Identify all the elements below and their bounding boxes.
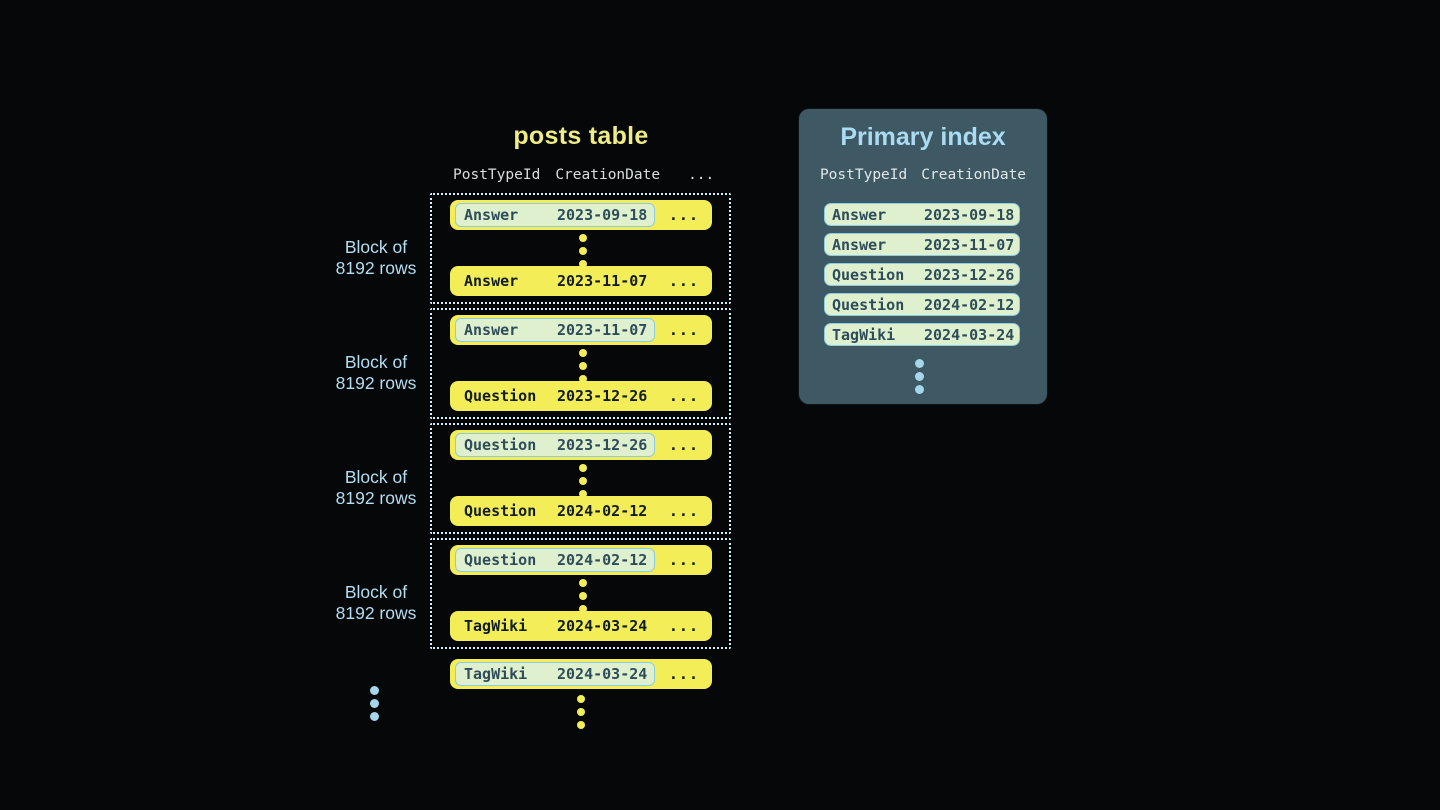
row-date: 2024-03-24 [557, 617, 648, 635]
row-block-2: Answer 2023-11-07 ... Question 2023-12-2… [430, 308, 731, 419]
column-header-posttypeid: PostTypeId [453, 167, 541, 183]
table-row: TagWiki 2024-03-24 ... [450, 611, 712, 641]
block-label: Block of 8192 rows [301, 582, 451, 624]
more-rows-dots [577, 695, 585, 729]
block-label-line1: Block of [344, 467, 408, 487]
row-type: Question [464, 387, 537, 405]
block-label-line2: 8192 rows [335, 488, 417, 508]
row-type: Question [464, 551, 537, 569]
primary-index-column-headers: PostTypeId CreationDate [799, 167, 1047, 183]
row-date: 2023-09-18 [924, 205, 1015, 224]
row-highlight: Question 2024-02-12 [455, 548, 655, 572]
row-date: 2024-02-12 [557, 502, 648, 520]
posts-table-title: posts table [513, 122, 649, 150]
index-row: Answer 2023-11-07 [824, 233, 1020, 256]
table-row: Answer 2023-11-07 ... [450, 315, 712, 345]
block-label-line2: 8192 rows [335, 603, 417, 623]
row-type: Question [832, 295, 905, 314]
row-date: 2024-02-12 [557, 551, 648, 569]
row-ellipsis: ... [668, 617, 699, 635]
row-ellipsis: ... [668, 436, 699, 454]
vertical-ellipsis-dots [579, 349, 587, 383]
block-label: Block of 8192 rows [301, 467, 451, 509]
row-ellipsis: ... [668, 665, 699, 683]
row-highlight: Question 2023-12-26 [455, 433, 655, 457]
row-date: 2024-02-12 [924, 295, 1015, 314]
row-date: 2023-11-07 [924, 235, 1015, 254]
row-type: Answer [832, 235, 887, 254]
row-type: Answer [464, 206, 519, 224]
index-row: Question 2024-02-12 [824, 293, 1020, 316]
row-date: 2023-12-26 [924, 265, 1015, 284]
table-row: Question 2024-02-12 ... [450, 496, 712, 526]
row-highlight: Answer 2023-11-07 [455, 318, 655, 342]
row-ellipsis: ... [668, 272, 699, 290]
row-date: 2023-11-07 [557, 321, 648, 339]
row-cells: Question 2024-02-12 [455, 499, 655, 523]
column-header-creationdate: CreationDate [555, 167, 661, 183]
row-highlight: TagWiki 2024-03-24 [455, 662, 655, 686]
block-label: Block of 8192 rows [301, 352, 451, 394]
row-cells: TagWiki 2024-03-24 [455, 614, 655, 638]
vertical-ellipsis-dots [579, 579, 587, 613]
table-row: Question 2023-12-26 ... [450, 381, 712, 411]
table-row: Question 2023-12-26 ... [450, 430, 712, 460]
block-label-line1: Block of [344, 237, 408, 257]
row-type: TagWiki [832, 325, 896, 344]
row-type: TagWiki [464, 617, 528, 635]
row-date: 2023-12-26 [557, 387, 648, 405]
row-block-3: Question 2023-12-26 ... Question 2024-02… [430, 423, 731, 534]
row-type: Answer [464, 272, 519, 290]
row-type: Question [464, 436, 537, 454]
posts-table-column-headers: PostTypeId CreationDate ... [453, 167, 714, 183]
primary-index-panel: Primary index PostTypeId CreationDate An… [799, 109, 1047, 404]
block-label-line1: Block of [344, 582, 408, 602]
block-label: Block of 8192 rows [301, 237, 451, 279]
table-row: Answer 2023-11-07 ... [450, 266, 712, 296]
row-cells: Question 2023-12-26 [455, 384, 655, 408]
row-highlight: Answer 2023-09-18 [455, 203, 655, 227]
row-type: Answer [832, 205, 887, 224]
vertical-ellipsis-dots [579, 464, 587, 498]
row-date: 2024-03-24 [557, 665, 648, 683]
row-type: Question [464, 502, 537, 520]
row-date: 2023-11-07 [557, 272, 648, 290]
table-row: Question 2024-02-12 ... [450, 545, 712, 575]
table-row: Answer 2023-09-18 ... [450, 200, 712, 230]
index-row: TagWiki 2024-03-24 [824, 323, 1020, 346]
more-index-entries-dots [915, 359, 924, 394]
row-cells: Answer 2023-11-07 [455, 269, 655, 293]
column-header-more: ... [688, 167, 715, 183]
row-type: Question [832, 265, 905, 284]
block-label-line1: Block of [344, 352, 408, 372]
table-row-overflow: TagWiki 2024-03-24 ... [450, 659, 712, 689]
row-block-4: Question 2024-02-12 ... TagWiki 2024-03-… [430, 538, 731, 649]
column-header-creationdate: CreationDate [921, 167, 1027, 183]
more-blocks-dots [370, 686, 379, 721]
block-label-line2: 8192 rows [335, 373, 417, 393]
row-type: Answer [464, 321, 519, 339]
row-date: 2023-12-26 [557, 436, 648, 454]
index-row: Question 2023-12-26 [824, 263, 1020, 286]
row-ellipsis: ... [668, 502, 699, 520]
row-ellipsis: ... [668, 551, 699, 569]
row-date: 2024-03-24 [924, 325, 1015, 344]
row-date: 2023-09-18 [557, 206, 648, 224]
column-header-posttypeid: PostTypeId [819, 167, 908, 183]
row-ellipsis: ... [668, 321, 699, 339]
vertical-ellipsis-dots [579, 234, 587, 268]
primary-index-title: Primary index [840, 123, 1006, 151]
index-row: Answer 2023-09-18 [824, 203, 1020, 226]
row-type: TagWiki [464, 665, 528, 683]
block-label-line2: 8192 rows [335, 258, 417, 278]
row-ellipsis: ... [668, 387, 699, 405]
row-block-1: Answer 2023-09-18 ... Answer 2023-11-07 … [430, 193, 731, 304]
row-ellipsis: ... [668, 206, 699, 224]
